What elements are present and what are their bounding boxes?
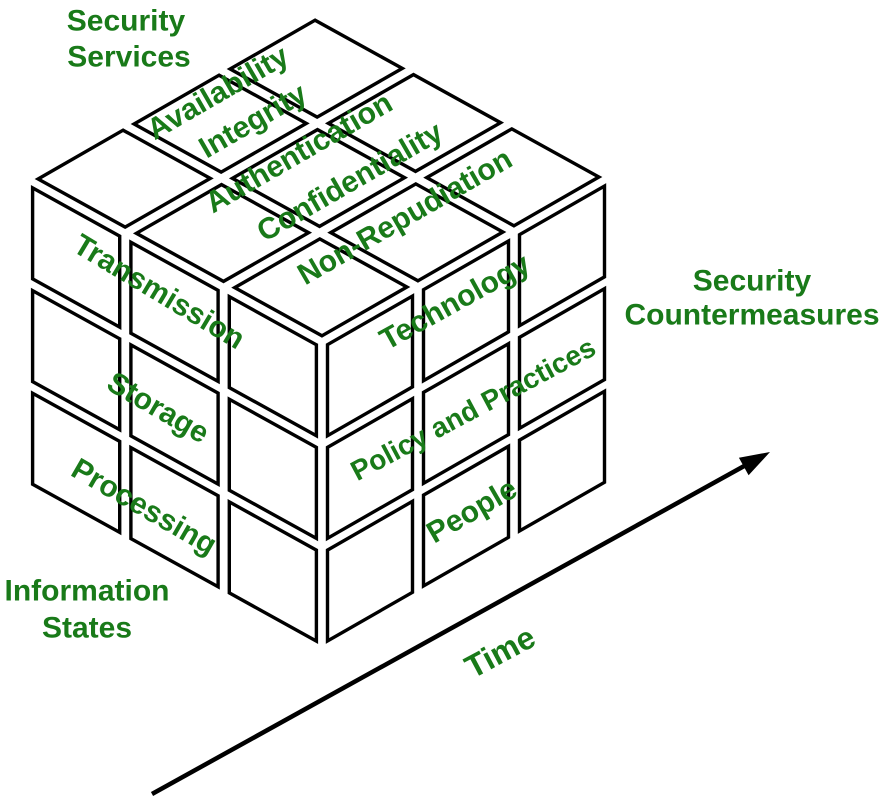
- security-countermeasures-title-line2: Countermeasures: [624, 299, 879, 332]
- cube-tile-top-2-1: [130, 73, 310, 175]
- cube-tile-top-2-2: [226, 18, 406, 120]
- security-countermeasures-title-line1: Security: [693, 265, 812, 298]
- security-services-title-line1: Security: [67, 5, 186, 38]
- cube-tile-top-1-2: [324, 72, 505, 174]
- information-states-title-line1: Information: [5, 575, 170, 608]
- time-axis: [150, 452, 770, 796]
- time-axis-label: Time: [459, 619, 541, 686]
- cube-tile-right-2-2: [517, 388, 607, 534]
- cube-tile-right-2-1: [517, 285, 607, 432]
- cube-tile-left-0-0: [227, 293, 319, 439]
- cube-tile-left-2-2: [30, 390, 122, 536]
- cube-tile-right-0-0: [325, 293, 415, 439]
- cube-tile-top-2-0: [34, 128, 214, 230]
- cube-tile-left-2-1: [30, 287, 122, 433]
- cube-tile-right-1-1: [421, 340, 511, 487]
- time-axis-arrowhead-icon: [738, 452, 770, 476]
- cube-tile-top-1-0: [132, 182, 313, 284]
- cube-tiles: [30, 18, 607, 644]
- cube-tile-left-1-1: [129, 342, 220, 487]
- cube-tile-left-1-0: [129, 239, 220, 385]
- cube-tile-right-1-2: [421, 443, 511, 589]
- cube-tile-right-0-1: [325, 395, 415, 542]
- security-services-title-line2: Services: [67, 41, 190, 74]
- cube-tile-left-2-0: [30, 185, 122, 330]
- time-axis-arrow: [150, 463, 748, 796]
- cube-tile-left-0-2: [227, 499, 319, 644]
- cube-tile-right-1-0: [421, 238, 511, 384]
- cube-tile-left-1-2: [129, 444, 220, 590]
- cube-tile-top-0-0: [231, 236, 411, 338]
- cube-tile-top-0-1: [327, 181, 507, 283]
- cube-tile-right-0-2: [325, 498, 415, 644]
- cube-tile-top-0-2: [423, 126, 603, 228]
- information-states-title-line2: States: [42, 612, 132, 645]
- cube-tile-right-2-0: [517, 183, 607, 329]
- cube-tile-top-1-1: [228, 127, 409, 229]
- cube-tile-left-0-1: [227, 396, 319, 542]
